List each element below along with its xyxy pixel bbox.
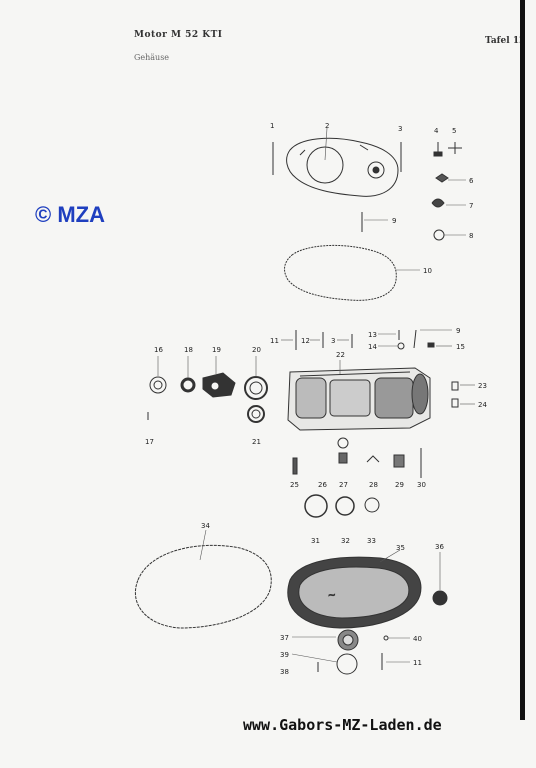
label-20: 20	[252, 346, 261, 354]
label-25: 25	[290, 481, 299, 489]
label-34: 34	[201, 522, 210, 530]
cover-part-2	[286, 137, 399, 197]
label-30: 30	[417, 481, 426, 489]
small-parts-4-8	[431, 142, 462, 241]
label-21: 21	[252, 438, 261, 446]
label-19: 19	[212, 346, 221, 354]
label-5: 5	[452, 127, 456, 135]
label-3: 3	[398, 125, 402, 133]
copyright-watermark: © MZA	[35, 202, 105, 227]
label-13: 13	[368, 331, 377, 339]
parts-37-40	[317, 629, 389, 675]
logo-script: ~	[328, 591, 336, 601]
label-27: 27	[339, 481, 348, 489]
label-18: 18	[184, 346, 193, 354]
label-2: 2	[325, 122, 329, 130]
label-24: 24	[478, 401, 487, 409]
label-16: 16	[154, 346, 163, 354]
section-subtitle: Gehäuse	[134, 53, 170, 62]
part-number-labels: 1 2 3 4 5 6 7 8 9 10 11 12 3 13 14 9 15 …	[145, 122, 487, 676]
label-4: 4	[434, 127, 439, 135]
label-39: 39	[280, 651, 289, 659]
side-cover-part-35: ~	[287, 556, 422, 629]
label-31: 31	[311, 537, 320, 545]
label-11: 11	[270, 337, 279, 345]
label-8: 8	[469, 232, 473, 240]
footer-url: www.Gabors-MZ-Laden.de	[243, 716, 442, 734]
label-38: 38	[280, 668, 289, 676]
parts-25-30	[292, 437, 422, 478]
gasket-part-10	[284, 244, 397, 301]
label-22: 22	[336, 351, 345, 359]
label-36: 36	[435, 543, 444, 551]
label-32: 32	[341, 537, 350, 545]
label-10: 10	[423, 267, 432, 275]
ring-33	[364, 497, 380, 513]
label-14: 14	[368, 343, 377, 351]
label-9b: 9	[456, 327, 460, 335]
pin-24	[451, 398, 459, 408]
label-7: 7	[469, 202, 473, 210]
crankcase-part-22	[287, 367, 431, 431]
label-28: 28	[369, 481, 378, 489]
label-12: 12	[301, 337, 310, 345]
label-6: 6	[469, 177, 474, 185]
label-29: 29	[395, 481, 404, 489]
label-26: 26	[318, 481, 327, 489]
label-11b: 11	[413, 659, 422, 667]
ring-32	[335, 496, 355, 516]
label-37: 37	[280, 634, 289, 642]
label-9: 9	[392, 217, 396, 225]
pin-23	[451, 381, 459, 391]
engine-title: Motor M 52 KTI	[134, 30, 223, 40]
plate-number: Tafel 12	[485, 36, 526, 46]
label-23: 23	[478, 382, 487, 390]
page-edge-shadow	[520, 0, 525, 720]
label-35: 35	[396, 544, 405, 552]
bolts-row	[295, 329, 435, 350]
leader-lines	[157, 127, 475, 663]
label-17: 17	[145, 438, 154, 446]
seals-left	[147, 372, 268, 423]
label-15: 15	[456, 343, 465, 351]
label-3b: 3	[331, 337, 335, 345]
label-40: 40	[413, 635, 422, 643]
gasket-part-34	[134, 544, 272, 629]
ring-31	[304, 494, 328, 518]
label-33: 33	[367, 537, 376, 545]
plug-36	[432, 590, 448, 606]
label-1: 1	[270, 122, 274, 130]
